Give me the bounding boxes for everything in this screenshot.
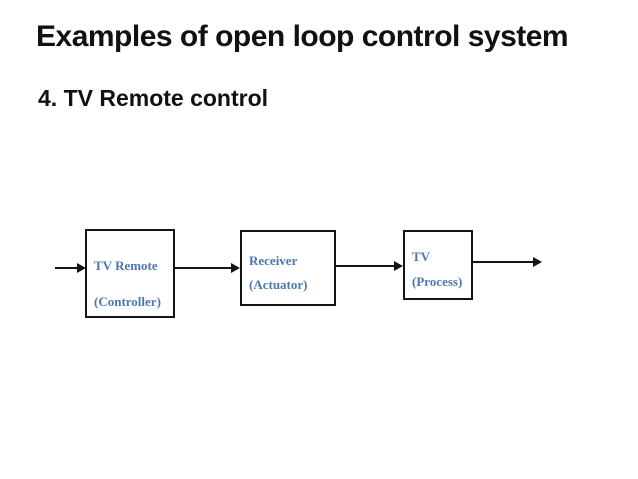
block-role-label: (Actuator) [249, 277, 308, 292]
arrow-head-icon [77, 263, 86, 273]
arrow-controller-to-actuator [175, 262, 240, 274]
slide-subtitle: 4. TV Remote control [38, 85, 269, 111]
block-label: TV Remote [94, 258, 158, 273]
input-arrow [55, 262, 86, 274]
arrow-actuator-to-process [336, 260, 403, 272]
block-controller: TV Remote (Controller) [85, 229, 175, 318]
block-label: Receiver [249, 253, 298, 268]
arrow-head-icon [533, 257, 542, 267]
arrow-head-icon [394, 261, 403, 271]
output-arrow [473, 256, 542, 268]
block-role-label: (Process) [412, 274, 463, 289]
block-role-label: (Controller) [94, 294, 161, 309]
slide-title: Examples of open loop control system [36, 20, 569, 53]
arrow-head-icon [231, 263, 240, 273]
block-actuator: Receiver (Actuator) [240, 230, 336, 306]
block-label: TV [412, 249, 431, 264]
arrow-shaft [55, 267, 77, 269]
block-process: TV (Process) [403, 230, 473, 300]
arrow-shaft [175, 267, 231, 269]
arrow-shaft [336, 265, 394, 267]
arrow-shaft [473, 261, 533, 263]
